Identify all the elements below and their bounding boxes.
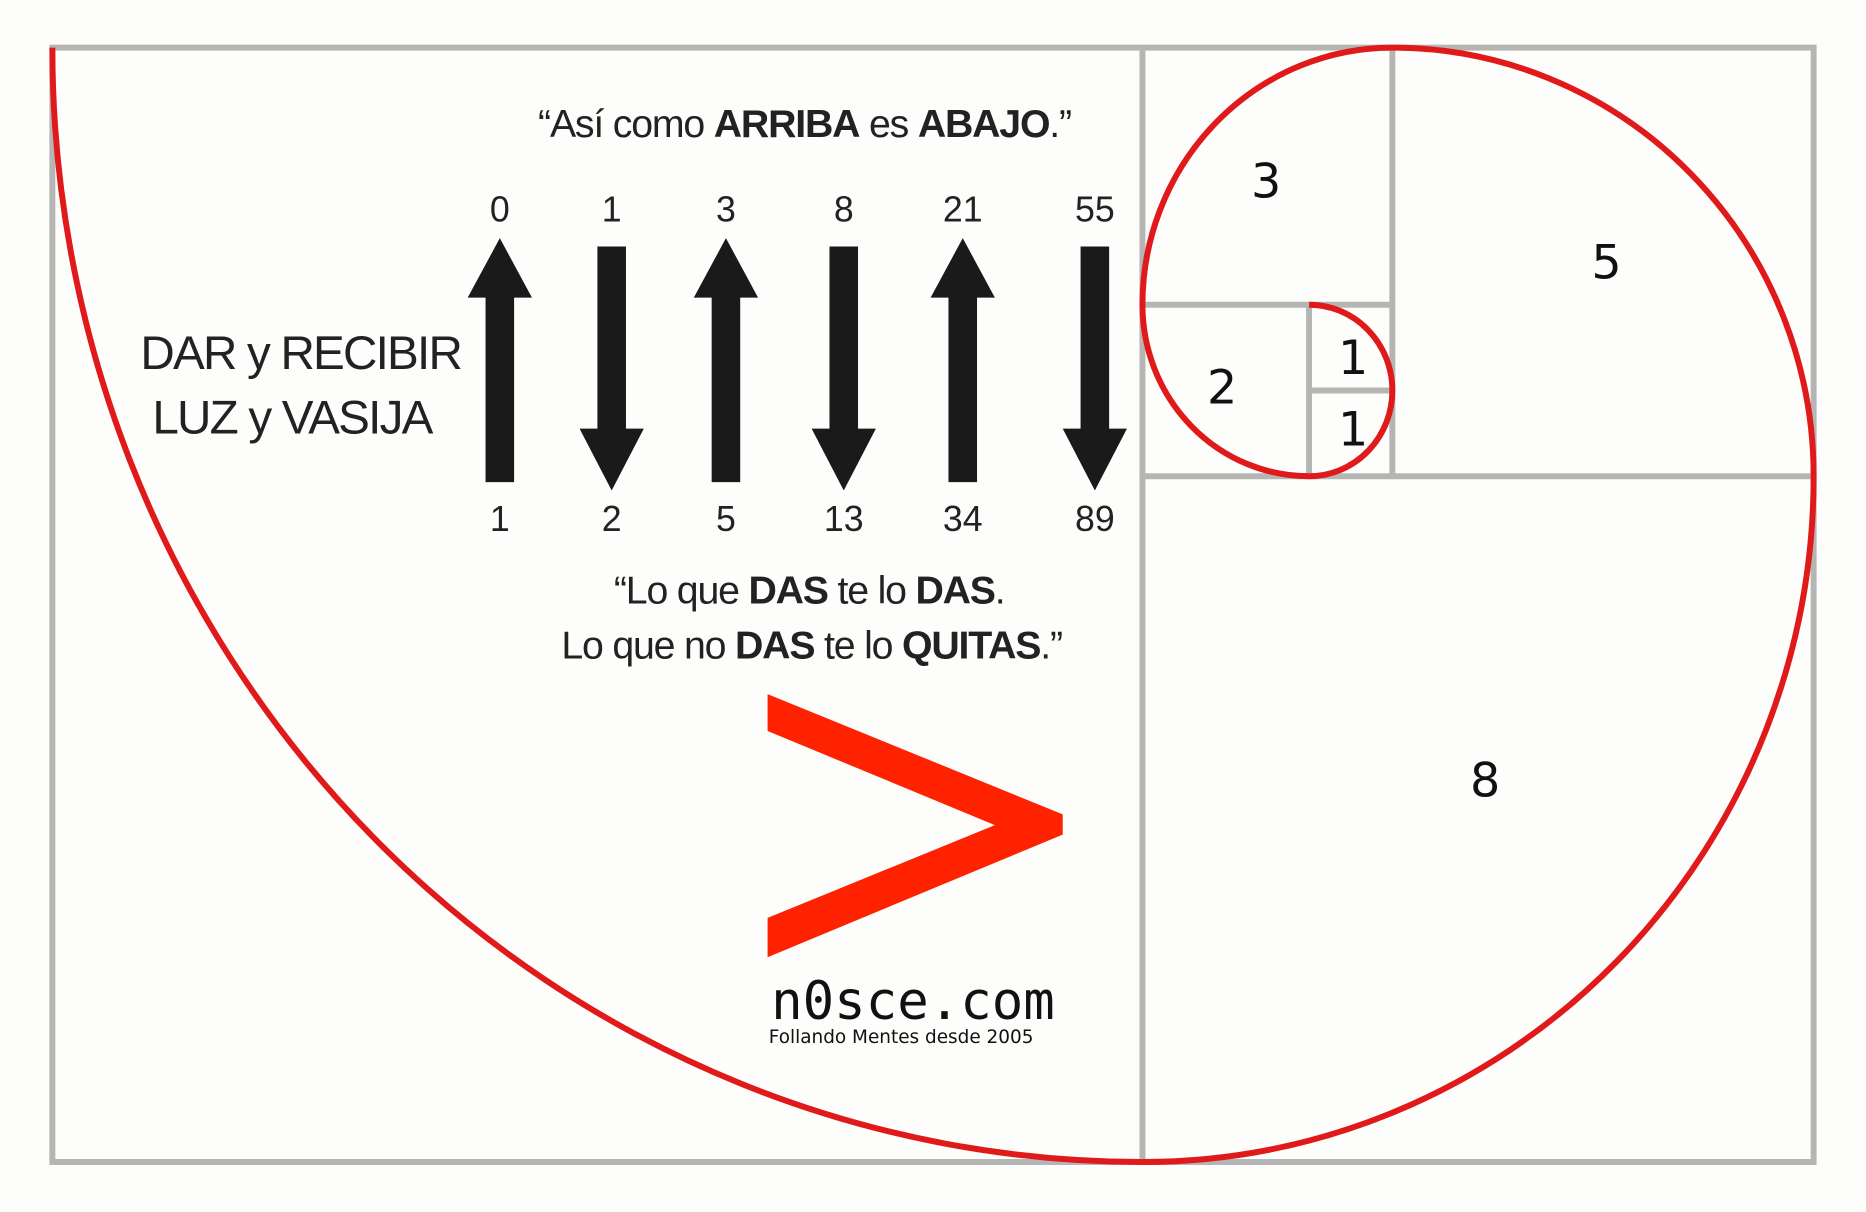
golden-spiral xyxy=(49,44,1817,1165)
label-luz-vasija: LUZ y VASIJA xyxy=(152,391,433,444)
square-label-1b: 1 xyxy=(1338,402,1368,457)
fib-number-top: 21 xyxy=(943,189,983,229)
fib-number-bottom: 5 xyxy=(716,499,736,539)
n0sce-logo: n0sce.com Follando Mentes desde 2005 xyxy=(767,694,1063,1048)
logo-name: n0sce.com xyxy=(771,971,1055,1032)
fib-number-bottom: 2 xyxy=(602,499,622,539)
golden-grid xyxy=(49,44,1817,1165)
square-label-2: 2 xyxy=(1207,361,1237,416)
quote-top: “Así como ARRIBA es ABAJO.” xyxy=(538,102,1071,146)
arrow-down-icon xyxy=(811,246,876,491)
logo-tagline: Follando Mentes desde 2005 xyxy=(769,1027,1034,1048)
arrow-down-icon xyxy=(579,246,644,491)
fib-number-top: 8 xyxy=(834,189,854,229)
fib-number-top: 1 xyxy=(602,189,622,229)
arrow-up-icon xyxy=(693,238,759,483)
arrow-down-group: 8 13 xyxy=(811,189,876,539)
quote-bottom-line1: “Lo que DAS te lo DAS. xyxy=(614,569,1005,613)
arrow-down-icon xyxy=(1062,246,1127,491)
fib-number-bottom: 34 xyxy=(943,499,983,539)
outer-frame xyxy=(49,44,1817,1165)
arrow-down-group: 55 89 xyxy=(1062,189,1127,539)
fib-number-bottom: 1 xyxy=(490,499,510,539)
fib-number-top: 3 xyxy=(716,189,736,229)
arrow-up-group: 21 34 xyxy=(930,189,995,539)
label-dar-recibir: DAR y RECIBIR xyxy=(140,327,461,380)
arrow-up-icon xyxy=(930,238,995,483)
quote-bottom-line2: Lo que no DAS te lo QUITAS.” xyxy=(561,623,1062,667)
fib-number-top: 0 xyxy=(490,189,510,229)
fib-number-bottom: 13 xyxy=(824,499,864,539)
arrow-up-group: 35 xyxy=(693,189,759,539)
arrow-up-group: 01 xyxy=(467,189,532,539)
square-label-3: 3 xyxy=(1251,155,1281,210)
chevron-logo-icon xyxy=(767,694,1063,958)
fib-number-bottom: 89 xyxy=(1075,499,1115,539)
fib-number-top: 55 xyxy=(1075,189,1115,229)
square-label-1a: 1 xyxy=(1338,331,1368,386)
square-label-5: 5 xyxy=(1591,236,1621,291)
square-label-8: 8 xyxy=(1470,753,1500,808)
arrow-up-icon xyxy=(467,238,532,483)
arrow-down-group: 12 xyxy=(579,189,644,539)
